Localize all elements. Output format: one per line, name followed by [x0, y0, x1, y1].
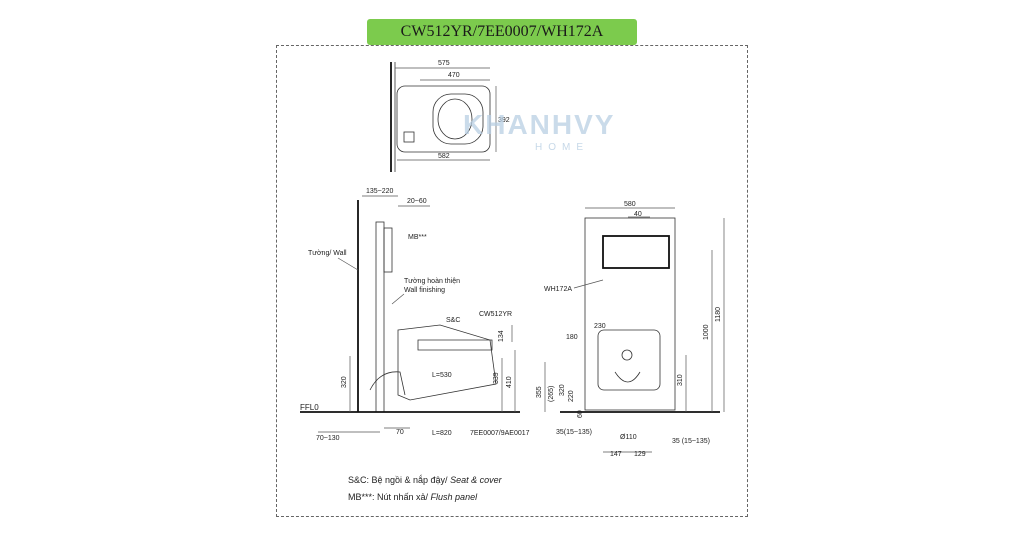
dim-339: 339 [493, 372, 500, 384]
watermark-brand: KHANHVY [463, 109, 615, 140]
dim-355: 355 [536, 386, 543, 398]
dim-1180: 1180 [715, 307, 722, 322]
dim-60: 60 [577, 410, 584, 418]
top-view-control [403, 131, 415, 143]
dim-l820: L=820 [432, 430, 452, 437]
label-wall-finishing-vi: Tường hoàn thiện [404, 278, 460, 285]
drawing-title: CW512YR/7EE0007/WH172A [367, 19, 637, 45]
front-trap [614, 371, 641, 383]
label-sc: S&C [446, 317, 460, 324]
dim-575: 575 [438, 60, 450, 67]
dim-110: Ø110 [620, 434, 637, 441]
dim-129: 129 [634, 451, 646, 458]
dim-220: 220 [568, 390, 575, 402]
dim-70-130: 70~130 [316, 435, 340, 442]
watermark-sub: HOME [535, 142, 589, 153]
dim-1000: 1000 [703, 324, 710, 340]
dim-392: 392 [498, 117, 510, 124]
dim-470: 470 [448, 72, 460, 79]
dim-580: 580 [624, 201, 636, 208]
dim-l530: L=530 [432, 372, 452, 379]
flush-panel [383, 227, 393, 273]
label-ffl0: FFL0 [300, 403, 319, 412]
top-view-bowl [437, 98, 473, 140]
legend: S&C: Bệ ngồi & nắp đậy/ Seat & cover MB*… [348, 475, 503, 502]
dim-70: 70 [396, 429, 404, 436]
dim-230: 230 [594, 323, 606, 330]
front-cistern [602, 235, 670, 269]
drawing-frame [276, 45, 748, 517]
dim-310: 310 [677, 374, 684, 386]
front-outlet [621, 349, 633, 361]
label-wall: Tường/ Wall [308, 250, 347, 257]
side-view: 135~220 20~60 MB*** Tường/ Wall Tường ho… [300, 188, 530, 442]
label-mb: MB*** [408, 234, 427, 241]
dim-582: 582 [438, 153, 450, 160]
legend-mb: MB***: Nút nhấn xả/ Flush panel [348, 492, 478, 502]
dim-134: 134 [498, 330, 505, 342]
dim-35-left: 35(15~135) [556, 429, 592, 436]
label-wall-finishing-en: Wall finishing [404, 287, 445, 294]
label-cw512yr: CW512YR [479, 311, 512, 318]
dim-410: 410 [506, 376, 513, 388]
dim-320-front: 320 [559, 384, 566, 396]
dim-265: (265) [548, 386, 555, 402]
dim-135-220: 135~220 [366, 188, 394, 195]
dim-35-right: 35 (15~135) [672, 438, 710, 445]
toilet-body [397, 324, 497, 401]
side-frame [375, 221, 385, 413]
top-view-seat [432, 93, 484, 145]
front-toilet [597, 329, 661, 391]
dim-180: 180 [566, 334, 578, 341]
top-view: 575 470 392 582 [390, 60, 510, 172]
front-frame [584, 217, 676, 411]
legend-sc: S&C: Bệ ngồi & nắp đậy/ Seat & cover [348, 475, 503, 485]
dim-320: 320 [341, 376, 348, 388]
label-7ee0007: 7EE0007/9AE0017 [470, 430, 530, 437]
top-view-bowl-outline [396, 85, 491, 153]
drain-pipe [369, 371, 406, 396]
label-wh172a: WH172A [544, 286, 572, 293]
dim-20-60: 20~60 [407, 198, 427, 205]
front-view: 580 40 WH172A 180 230 1000 1180 310 355 … [536, 201, 725, 458]
dim-40: 40 [634, 211, 642, 218]
toilet-seat [417, 339, 493, 351]
dim-147: 147 [610, 451, 622, 458]
